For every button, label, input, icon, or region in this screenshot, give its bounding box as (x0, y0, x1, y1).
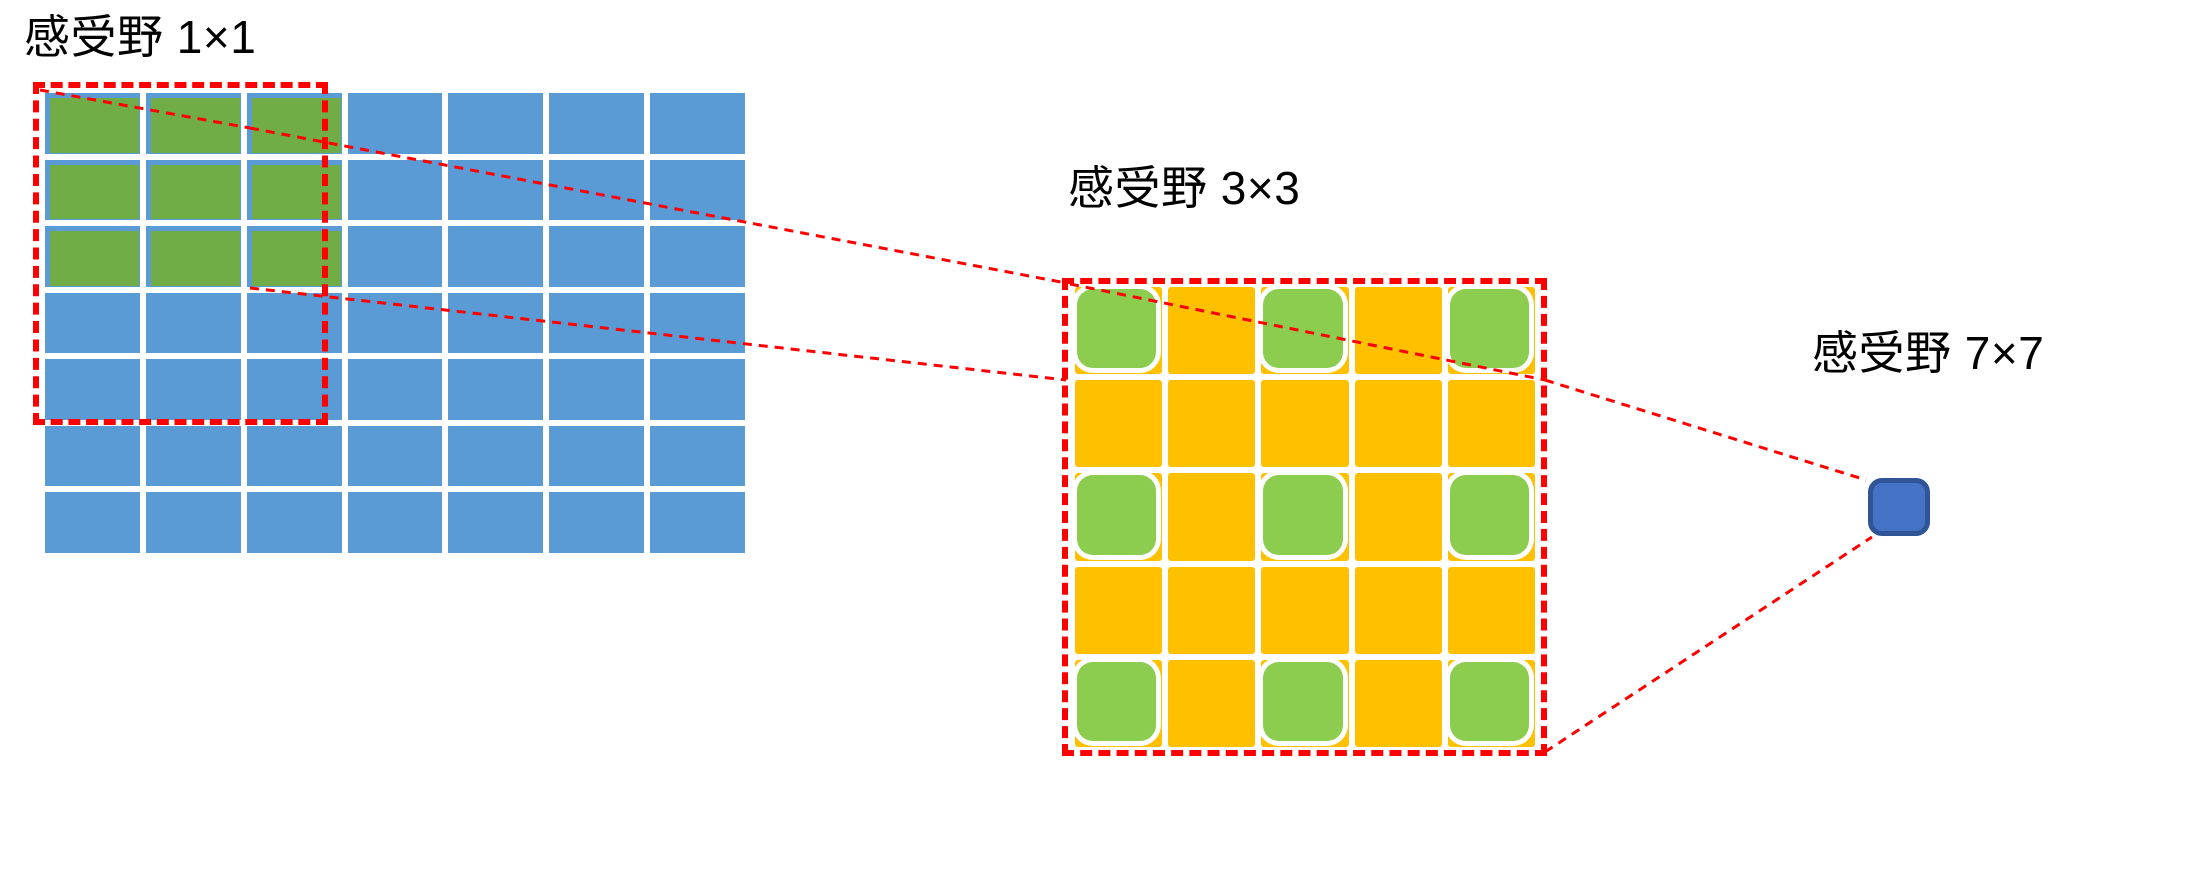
input-layer-cell-highlighted (246, 159, 342, 221)
input-layer-cell (650, 226, 745, 287)
feature-map-layer-cell (1168, 380, 1256, 468)
label-receptive-field-3x3: 感受野 3×3 (1068, 162, 1301, 214)
feature-map-layer-cell-highlighted (1261, 473, 1349, 561)
input-layer-cell-highlighted (45, 226, 140, 287)
input-layer-cell (650, 425, 745, 487)
input-layer-cell (246, 425, 342, 487)
label-receptive-field-7x7: 感受野 7×7 (1812, 327, 2045, 379)
feature-map-layer-cell (1354, 380, 1442, 468)
input-layer-cell (448, 226, 544, 287)
input-layer-cell (549, 292, 645, 354)
input-layer-cell (650, 93, 745, 154)
input-layer-cell-highlighted (45, 93, 140, 154)
input-layer-cell (549, 226, 645, 287)
input-layer-cell (650, 359, 745, 420)
input-layer-cell (145, 425, 241, 487)
feature-map-layer-cell (1075, 566, 1163, 654)
input-layer-cell-highlighted (145, 159, 241, 221)
feature-map-layer-cell-highlighted (1447, 473, 1535, 561)
input-layer-cell (347, 359, 443, 420)
input-layer-cell-highlighted (145, 226, 241, 287)
input-layer-cell (448, 93, 544, 154)
feature-map-layer-cell-highlighted (1261, 287, 1349, 375)
input-layer-cell (45, 292, 140, 354)
input-layer-cell (347, 159, 443, 221)
input-layer-cell (45, 492, 140, 553)
feature-map-layer-cell (1168, 566, 1256, 654)
input-layer-cell (448, 425, 544, 487)
feature-map-layer-cell (1354, 473, 1442, 561)
input-layer-cell (347, 292, 443, 354)
input-layer-cell (549, 425, 645, 487)
feature-map-grid (1075, 287, 1535, 747)
feature-map-layer-cell-highlighted (1075, 473, 1163, 561)
input-layer-cell (246, 292, 342, 354)
feature-map-layer-cell (1261, 566, 1349, 654)
input-layer-cell (45, 359, 140, 420)
input-layer-cell (347, 226, 443, 287)
input-layer-cell (549, 492, 645, 553)
feature-map-layer-cell-highlighted (1075, 659, 1163, 747)
input-layer-cell (650, 159, 745, 221)
input-layer-cell (145, 492, 241, 553)
input-layer-cell (246, 359, 342, 420)
input-layer-cell (347, 425, 443, 487)
feature-map-layer-cell-highlighted (1075, 287, 1163, 375)
feature-map-layer-cell-highlighted (1447, 659, 1535, 747)
input-layer-grid (45, 93, 745, 553)
input-layer-cell-highlighted (45, 159, 140, 221)
feature-map-layer-cell (1447, 566, 1535, 654)
input-layer-cell (549, 93, 645, 154)
feature-map-layer-cell-highlighted (1261, 659, 1349, 747)
input-layer-cell (448, 359, 544, 420)
input-layer-cell-highlighted (246, 93, 342, 154)
input-layer-cell-highlighted (145, 93, 241, 154)
input-layer-cell (650, 492, 745, 553)
label-receptive-field-1x1: 感受野 1×1 (24, 11, 257, 63)
input-layer-cell (549, 159, 645, 221)
input-layer-cell (650, 292, 745, 354)
feature-map-layer-cell (1261, 380, 1349, 468)
feature-map-layer-cell (1447, 380, 1535, 468)
input-layer-cell (448, 159, 544, 221)
input-layer-cell (145, 292, 241, 354)
feature-map-layer-cell (1354, 566, 1442, 654)
input-layer-cell (45, 425, 140, 487)
output-unit-cell (1868, 478, 1930, 536)
feature-map-layer-cell (1168, 287, 1256, 375)
input-layer-cell (246, 492, 342, 553)
input-layer-cell (448, 492, 544, 553)
input-layer-cell (145, 359, 241, 420)
input-layer-cell (347, 492, 443, 553)
feature-map-layer-cell (1168, 659, 1256, 747)
input-layer-cell (549, 359, 645, 420)
feature-map-layer-cell-highlighted (1447, 287, 1535, 375)
feature-map-layer-cell (1168, 473, 1256, 561)
input-layer-cell-highlighted (246, 226, 342, 287)
feature-map-layer-cell (1354, 659, 1442, 747)
connector-feature-to-output-bottom (1544, 535, 1873, 754)
input-layer-cell (448, 292, 544, 354)
feature-map-layer-cell (1354, 287, 1442, 375)
feature-map-layer-cell (1075, 380, 1163, 468)
connector-feature-to-output-top (1544, 378, 1867, 482)
input-layer-cell (347, 93, 443, 154)
